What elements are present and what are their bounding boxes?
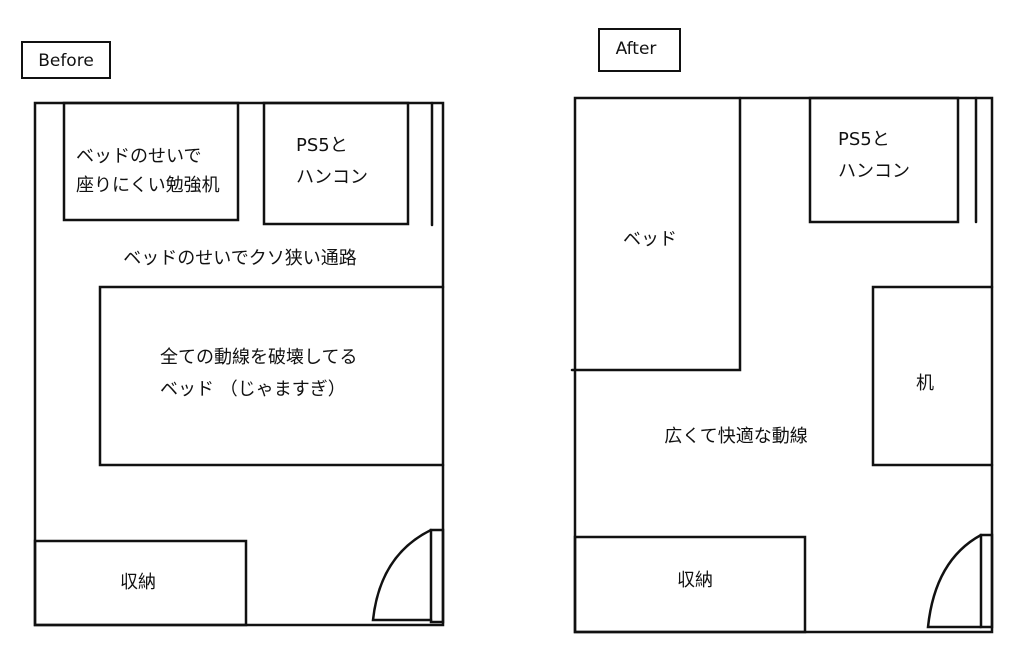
- after-desk-label: 机: [916, 373, 934, 394]
- before-desk: [62, 101, 240, 222]
- before-door-panel: [429, 528, 445, 624]
- after-storage-label: 収納: [677, 570, 713, 591]
- after-desk: [871, 285, 994, 467]
- after-passage-label: 広くて快適な動線: [664, 426, 808, 447]
- before-storage-label: 収納: [120, 572, 156, 593]
- after-ps5-label-1: PS5と: [838, 129, 890, 150]
- after-storage: [573, 535, 807, 634]
- after-door-panel: [979, 533, 994, 629]
- after-bed-label: ベッド: [623, 229, 677, 250]
- before-bed: [98, 285, 445, 467]
- after-door-swing: [926, 533, 983, 629]
- before-bed-label-1: 全ての動線を破壊してる: [160, 347, 358, 368]
- before-desk-label-2: 座りにくい勉強机: [76, 175, 220, 196]
- after-label-box: [598, 28, 681, 72]
- after-room-walls: [573, 96, 994, 634]
- after-bed: [570, 96, 742, 372]
- before-desk-label-1: ベッドのせいで: [76, 146, 202, 167]
- before-ps5-area: [262, 101, 410, 226]
- before-door-swing: [371, 528, 433, 622]
- before-bed-label-2: ベッド （じゃますぎ）: [160, 379, 346, 400]
- before-storage: [33, 539, 248, 627]
- after-ps5-area: [808, 96, 960, 224]
- before-passage-label: ベッドのせいでクソ狭い通路: [123, 248, 357, 269]
- before-ps5-label-2: ハンコン: [296, 167, 368, 188]
- after-title: After: [615, 39, 657, 59]
- before-title: Before: [38, 51, 94, 71]
- after-ps5-label-2: ハンコン: [838, 161, 910, 182]
- before-ps5-label-1: PS5と: [296, 135, 348, 156]
- before-label-box: [21, 41, 111, 79]
